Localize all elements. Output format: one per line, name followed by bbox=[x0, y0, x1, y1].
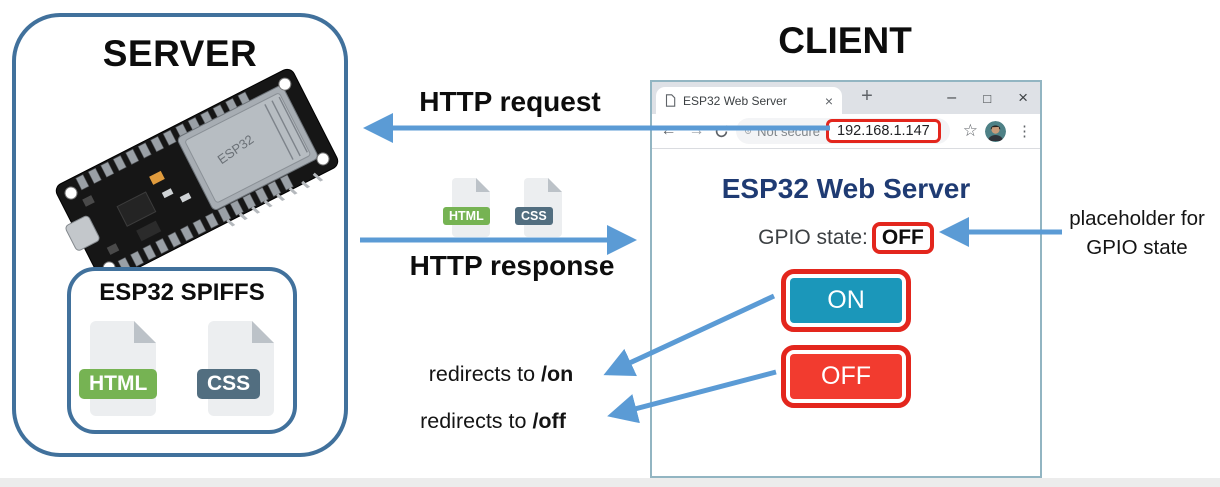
browser-tab[interactable]: ESP32 Web Server × bbox=[656, 87, 842, 114]
esp32-board-image: ESP32 bbox=[55, 68, 339, 284]
not-secure-label: Not secure bbox=[757, 123, 821, 139]
server-box: SERVER bbox=[12, 13, 348, 457]
tab-close-icon[interactable]: × bbox=[824, 92, 833, 109]
redirect-off-prefix: redirects to bbox=[420, 409, 533, 433]
gpio-state-row: GPIO state: OFF bbox=[758, 222, 934, 254]
redirect-on-label: redirects to /on bbox=[406, 362, 596, 387]
screenshot-bottom-strip bbox=[0, 478, 1220, 487]
reload-icon[interactable] bbox=[714, 124, 729, 139]
page-heading: ESP32 Web Server bbox=[721, 173, 971, 204]
browser-toolbar: ← → Not secure 192.168.1.147 ☆ bbox=[652, 114, 1040, 149]
html-file-icon: HTML bbox=[79, 321, 158, 416]
placeholder-line2: GPIO state bbox=[1086, 236, 1188, 259]
http-request-label: HTTP request bbox=[419, 86, 601, 117]
placeholder-annotation: placeholder for GPIO state bbox=[1054, 204, 1220, 262]
file-fold-corner bbox=[252, 321, 274, 343]
spiffs-box: ESP32 SPIFFS HTML CSS bbox=[67, 267, 297, 434]
close-icon[interactable]: × bbox=[1018, 88, 1028, 107]
window-controls: – □ × bbox=[947, 82, 1028, 114]
browser-tabstrip: ESP32 Web Server × + – □ × bbox=[652, 82, 1040, 114]
web-page-content: ESP32 Web Server GPIO state: OFF ON OFF bbox=[652, 149, 1040, 408]
html-badge: HTML bbox=[79, 369, 158, 399]
avatar-image bbox=[985, 120, 1006, 142]
css-badge: CSS bbox=[197, 369, 261, 399]
redirect-off-path: /off bbox=[532, 409, 566, 433]
minimize-icon[interactable]: – bbox=[947, 89, 957, 106]
redirect-off-label: redirects to /off bbox=[398, 409, 588, 434]
browser-menu-icon[interactable]: ⋮ bbox=[1017, 123, 1032, 140]
off-button-highlight: OFF bbox=[781, 345, 911, 408]
info-icon[interactable] bbox=[745, 124, 751, 138]
new-tab-button[interactable]: + bbox=[861, 85, 873, 107]
page-favicon-icon bbox=[665, 94, 676, 107]
html-badge: HTML bbox=[443, 207, 490, 225]
off-button[interactable]: OFF bbox=[790, 354, 902, 399]
maximize-icon[interactable]: □ bbox=[983, 90, 992, 106]
file-fold-corner bbox=[134, 321, 156, 343]
redirect-on-prefix: redirects to bbox=[428, 362, 542, 386]
on-button-highlight: ON bbox=[781, 269, 911, 332]
tab-title: ESP32 Web Server bbox=[683, 93, 787, 108]
client-title: CLIENT bbox=[778, 20, 912, 61]
server-title: SERVER bbox=[102, 33, 258, 74]
file-fold-corner bbox=[548, 178, 562, 192]
bookmark-star-icon[interactable]: ☆ bbox=[962, 121, 978, 140]
file-fold-corner bbox=[476, 178, 490, 192]
spiffs-files: HTML CSS bbox=[79, 321, 274, 416]
back-icon[interactable]: ← bbox=[660, 122, 677, 139]
transfer-file-icons: HTML CSS bbox=[443, 178, 562, 237]
profile-avatar[interactable] bbox=[985, 120, 1006, 142]
redirect-on-path: /on bbox=[541, 362, 574, 386]
gpio-state-value: OFF bbox=[871, 222, 934, 254]
http-response-label: HTTP response bbox=[409, 250, 615, 281]
url-highlight-box[interactable]: 192.168.1.147 bbox=[826, 119, 941, 143]
spiffs-title: ESP32 SPIFFS bbox=[99, 279, 265, 306]
address-bar[interactable]: Not secure 192.168.1.147 bbox=[736, 118, 950, 144]
gpio-state-label: GPIO state: bbox=[758, 226, 868, 249]
placeholder-line1: placeholder for bbox=[1069, 207, 1205, 230]
browser-window: ESP32 Web Server × + – □ × ← → bbox=[650, 80, 1042, 478]
css-file-icon: CSS bbox=[197, 321, 274, 416]
css-badge: CSS bbox=[515, 207, 553, 225]
on-button[interactable]: ON bbox=[790, 278, 902, 323]
html-file-icon-small: HTML bbox=[443, 178, 490, 237]
css-file-icon-small: CSS bbox=[515, 178, 562, 237]
forward-icon[interactable]: → bbox=[688, 122, 705, 139]
